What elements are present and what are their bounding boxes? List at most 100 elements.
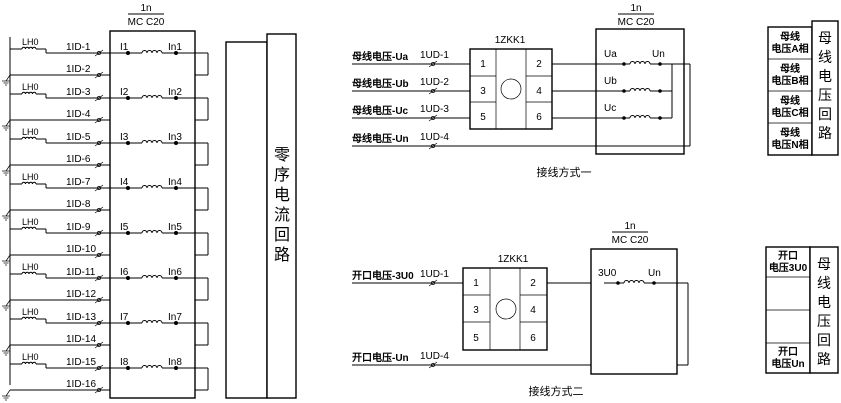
input-terminal-label: 1ID-7 — [66, 177, 91, 188]
ct-coil-icon — [21, 181, 37, 185]
terminal-dot — [97, 118, 101, 122]
method2-device-box — [590, 248, 678, 375]
terminal-dot — [97, 186, 101, 190]
device-coil-icon — [141, 185, 163, 189]
channel-return-label: In5 — [168, 222, 182, 233]
ct-coil-icon — [21, 91, 37, 95]
ct-coil-icon — [21, 226, 37, 230]
terminal-slash — [94, 116, 104, 124]
line-list-box — [225, 41, 268, 399]
method2-coils — [604, 280, 664, 285]
ct-label: LH0 — [22, 82, 39, 92]
ground-lead — [5, 74, 11, 82]
group-char: 回 — [274, 225, 290, 244]
method1-switch-box — [469, 48, 553, 130]
zero-sequence-current-panel: 1n MC C20 LH01ID-11ID-2I1In1线路1LH01ID-31… — [2, 3, 297, 401]
group-char: 母 — [817, 257, 831, 273]
terminal-node — [174, 231, 178, 235]
terminal-slash — [94, 161, 104, 169]
return-terminal-label: 1ID-4 — [66, 109, 91, 120]
return-terminal-label: 1ID-16 — [66, 379, 96, 390]
ground-lead — [5, 254, 11, 262]
ground-icon — [2, 170, 10, 176]
left-device-model: MC C20 — [128, 17, 165, 28]
group-char: 路 — [274, 245, 290, 264]
input-terminal-label: 1ID-3 — [66, 87, 91, 98]
polarity-dot — [126, 186, 130, 190]
terminal-slash — [94, 386, 104, 394]
device-coil-icon — [141, 365, 163, 369]
voltage-coil-icon — [629, 61, 651, 65]
terminal-dot — [97, 253, 101, 257]
group-char: 回 — [818, 107, 832, 123]
channel-input-label: I8 — [120, 357, 129, 368]
terminal-slash — [94, 94, 104, 102]
method1-legend-c-l1: 母线 — [780, 94, 800, 107]
return-terminal-label: 1ID-6 — [66, 154, 91, 165]
ground-lead — [5, 344, 11, 352]
polarity-dot — [126, 231, 130, 235]
method1-coils — [596, 61, 672, 120]
group-char: 电 — [817, 295, 831, 311]
device-coil-icon — [141, 50, 163, 54]
method1-term-ud4: 1UD-4 — [420, 132, 449, 143]
method1-legend-c-l2: 电压C相 — [771, 106, 808, 119]
terminal-dot — [97, 163, 101, 167]
method2-legend-un-l2: 电压Un — [771, 357, 804, 370]
method2-term-6: 6 — [530, 333, 536, 344]
input-terminal-label: 1ID-15 — [66, 357, 96, 368]
method2-device-model: MC C20 — [612, 235, 649, 246]
device-coil-icon — [141, 320, 163, 324]
channel-return-label: In6 — [168, 267, 182, 278]
method1-legend-a-l1: 母线 — [780, 30, 800, 43]
ground-lead — [5, 209, 11, 217]
polarity-dot — [126, 51, 130, 55]
method1-term-ud2: 1UD-2 — [420, 77, 449, 88]
terminal-node — [658, 89, 662, 93]
terminal-slash — [94, 49, 104, 57]
method2-diagram: 1ZKK1 1 2 3 4 5 6 开口电压-3U0 开口电压-Un 1UD-1… — [352, 221, 839, 398]
ground-icon — [2, 305, 10, 311]
terminal-slash — [94, 184, 104, 192]
group-char: 母 — [818, 31, 832, 47]
method2-term-4: 4 — [530, 305, 536, 316]
ground-icon — [2, 260, 10, 266]
method2-term-3: 3 — [473, 305, 479, 316]
voltage-coil-icon — [623, 280, 645, 284]
method1-diagram: 1ZKK1 1 2 3 4 5 6 母线电压-Ua 母线电压-Ub 母线电压-U… — [352, 3, 839, 179]
channel-return-label: In7 — [168, 312, 182, 323]
method1-input-ub-label: 母线电压-Ub — [352, 77, 409, 90]
method2-legend-group-box — [809, 246, 839, 374]
terminal-slash — [94, 296, 104, 304]
terminal-slash — [94, 251, 104, 259]
method1-caption: 接线方式一 — [537, 165, 592, 179]
input-terminal-label: 1ID-13 — [66, 312, 96, 323]
terminal-node — [174, 51, 178, 55]
terminal-slash — [94, 319, 104, 327]
method1-legend-group-box — [811, 20, 839, 156]
terminal-dot — [97, 73, 101, 77]
method1-input-uc-label: 母线电压-Uc — [352, 104, 409, 117]
group-label-box — [266, 33, 297, 399]
method1-term-ud1: 1UD-1 — [420, 50, 449, 61]
method2-caption: 接线方式二 — [529, 384, 584, 398]
polarity-dot — [126, 96, 130, 100]
ct-coil-icon — [21, 136, 37, 140]
ground-lead — [5, 164, 11, 172]
terminal-dot — [97, 366, 101, 370]
method1-legend-b-l2: 电压B相 — [771, 74, 808, 87]
method1-device-name: 1n — [630, 3, 641, 14]
terminal-slash — [94, 229, 104, 237]
method2-legend-3u0-l2: 电压3U0 — [769, 261, 808, 274]
return-terminal-label: 1ID-2 — [66, 64, 91, 75]
method1-neutral-label: Un — [652, 49, 665, 60]
method2-terminal-marks — [428, 279, 438, 369]
ct-label: LH0 — [22, 37, 39, 47]
terminal-node — [174, 276, 178, 280]
method1-term-ud3: 1UD-3 — [420, 104, 449, 115]
group-char: 电 — [274, 185, 290, 204]
terminal-dot — [97, 343, 101, 347]
terminal-slash — [94, 341, 104, 349]
terminal-node — [652, 281, 656, 285]
